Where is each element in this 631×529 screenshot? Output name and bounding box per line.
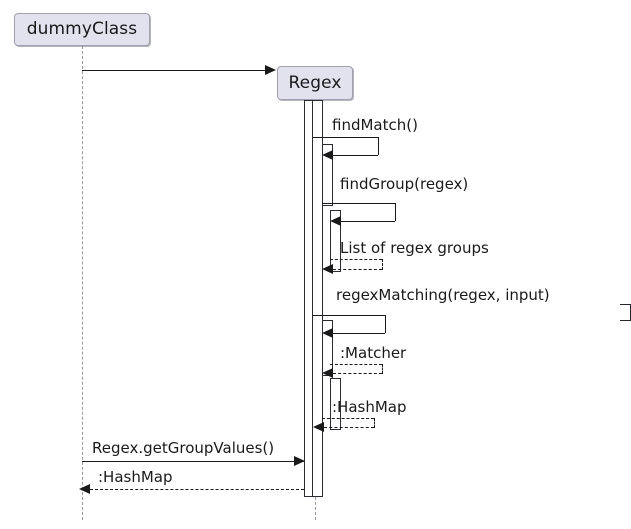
message-listofregexgroups-label: List of regex groups xyxy=(340,239,489,257)
message-findmatch-label: findMatch() xyxy=(332,116,418,134)
activation-regex-inner xyxy=(312,100,323,497)
message-findgroup-bottom xyxy=(341,221,395,222)
message-getgroupvalues-label: Regex.getGroupValues() xyxy=(92,439,275,457)
message-create-regex-line xyxy=(82,70,265,71)
message-findgroup-right xyxy=(395,203,396,221)
participant-dummyclass[interactable]: dummyClass xyxy=(14,13,150,46)
message-regexmatching-arrowhead xyxy=(322,328,333,338)
message-findgroup-top xyxy=(322,203,395,204)
message-hashmap-self-label: :HashMap xyxy=(332,398,407,416)
message-matcher-bottom xyxy=(333,373,382,374)
message-matcher-right xyxy=(382,364,383,374)
message-listofregexgroups-arrowhead xyxy=(322,264,333,274)
message-hashmap-self-right xyxy=(374,418,375,428)
message-regexmatching-right xyxy=(385,315,386,333)
message-matcher-top xyxy=(330,364,382,365)
activation-matcher xyxy=(330,378,341,430)
message-matcher-arrowhead xyxy=(322,368,333,378)
message-regexmatching-top xyxy=(313,315,385,316)
message-hashmap-return-arrowhead xyxy=(79,484,90,494)
participant-regex-label: Regex xyxy=(288,72,342,93)
lifeline-dummyclass xyxy=(82,46,83,520)
message-hashmap-self-top xyxy=(322,418,374,419)
message-findmatch-arrowhead xyxy=(322,150,333,160)
participant-dummyclass-label: dummyClass xyxy=(26,19,138,39)
message-regexmatching-label: regexMatching(regex, input) xyxy=(336,286,550,304)
message-listofregexgroups-bottom xyxy=(333,269,382,270)
message-hashmap-return-label: :HashMap xyxy=(98,468,173,486)
message-listofregexgroups-right xyxy=(382,259,383,270)
message-findmatch-top xyxy=(313,137,378,138)
message-create-regex-arrowhead xyxy=(265,65,276,75)
message-regexmatching-bottom xyxy=(333,333,385,334)
activation-findmatch xyxy=(322,144,333,206)
frame-border-fragment-icon xyxy=(620,304,631,321)
activation-findgroup xyxy=(330,210,341,272)
message-findgroup-arrowhead xyxy=(330,216,341,226)
message-getgroupvalues-arrowhead xyxy=(294,456,305,466)
message-findgroup-label: findGroup(regex) xyxy=(340,175,469,193)
message-findmatch-right xyxy=(378,137,379,155)
message-hashmap-self-bottom xyxy=(324,427,374,428)
message-matcher-label: :Matcher xyxy=(340,344,407,362)
message-hashmap-return-line xyxy=(90,489,304,490)
message-listofregexgroups-top xyxy=(330,259,382,260)
message-getgroupvalues-line xyxy=(82,461,304,462)
participant-regex[interactable]: Regex xyxy=(277,66,353,100)
message-hashmap-self-arrowhead xyxy=(313,422,324,432)
message-findmatch-bottom xyxy=(333,155,378,156)
